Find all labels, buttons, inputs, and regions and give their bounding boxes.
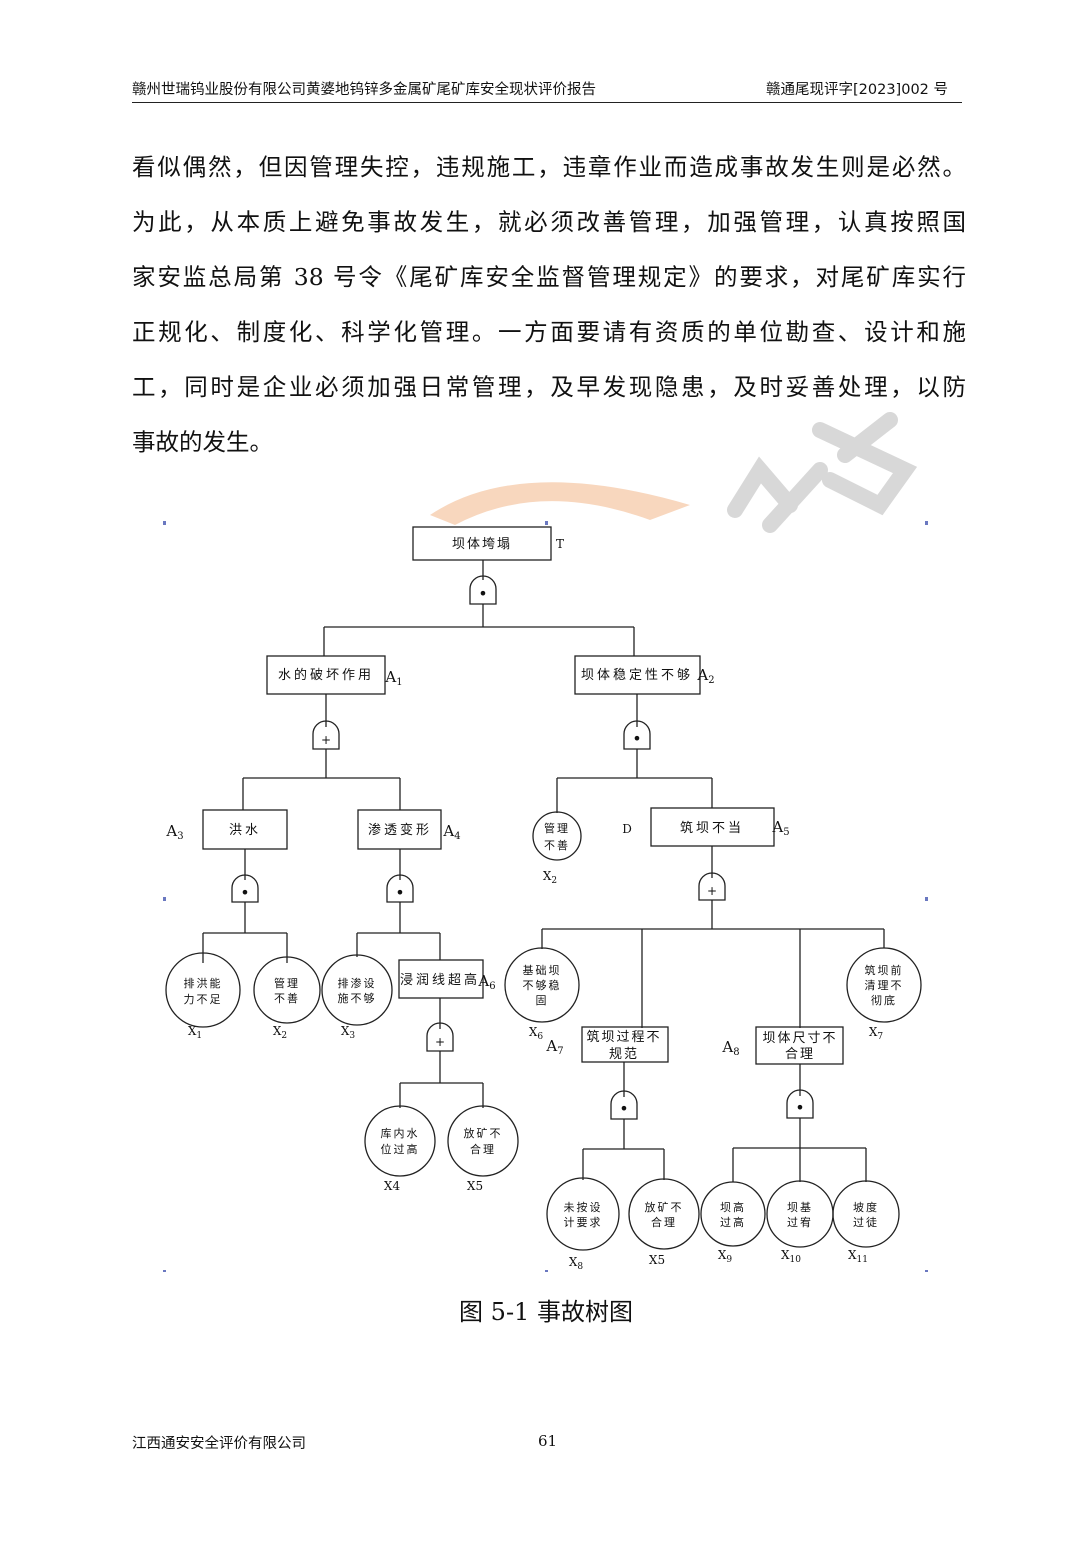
paragraph-line: 看似偶然，但因管理失控，违规施工，违章作业而造成事故发生则是必然。 <box>132 153 966 181</box>
header-report-number: 赣通尾现评字[2023]002 号 <box>766 82 948 98</box>
event-label-x8: 计要求 <box>564 1216 603 1229</box>
event-tag-a7: A7 <box>545 1037 563 1057</box>
event-label-x7: 清理不 <box>865 979 904 992</box>
event-label-x5b: 放矿不 <box>645 1200 684 1214</box>
event-label-x6: 固 <box>536 994 549 1007</box>
and-gate: • <box>795 1098 804 1117</box>
event-label-a5: 筑坝不当 <box>680 820 744 836</box>
footer-company: 江西通安安全评价有限公司 <box>132 1436 306 1452</box>
event-tag-x4: X4 <box>384 1179 401 1193</box>
event-tag-x9: X9 <box>718 1248 733 1265</box>
event-label-x8: 未按设 <box>564 1200 603 1214</box>
event-label-a8: 坝体尺寸不 <box>762 1031 837 1046</box>
and-gate: • <box>478 584 487 603</box>
event-label-x9: 坝高 <box>720 1200 746 1214</box>
event-label-x2: 不善 <box>274 991 300 1005</box>
event-label-x11: 过徒 <box>853 1215 879 1229</box>
event-label-a1: 水的破坏作用 <box>278 667 374 683</box>
event-label-x6: 不够稳 <box>523 978 562 992</box>
event-label-x4: 库内水 <box>381 1126 420 1140</box>
and-gate: • <box>240 883 249 902</box>
event-label-x10: 过宥 <box>787 1215 813 1229</box>
event-tag-x10: X10 <box>781 1248 801 1265</box>
event-label-x9: 过高 <box>720 1215 746 1229</box>
event-tag-x6: X6 <box>529 1025 544 1042</box>
event-tag-x2: X2 <box>273 1024 287 1041</box>
event-tag-x8: X8 <box>569 1255 584 1272</box>
event-label-a4: 渗透变形 <box>368 822 432 838</box>
paragraph-line: 为此，从本质上避免事故发生，就必须改善管理，加强管理，认真按照国 <box>132 208 966 236</box>
or-gate: + <box>321 733 331 747</box>
event-label-x2: 管理 <box>274 976 300 990</box>
paragraph-line: 家安监总局第 38 号令《尾矿库安全监督管理规定》的要求，对尾矿库实行 <box>132 263 966 291</box>
event-label-x11: 坡度 <box>853 1200 879 1214</box>
event-label-x3: 排渗设 <box>338 976 377 990</box>
event-label-x7: 筑坝前 <box>865 963 904 977</box>
event-label-x2_top: 管理 <box>544 821 570 835</box>
event-tag-a5: A5 <box>771 818 789 838</box>
event-tag-a8: A8 <box>721 1038 739 1058</box>
event-label-a7: 筑坝过程不 <box>586 1029 661 1045</box>
event-label-x5a: 合理 <box>470 1142 496 1156</box>
page-number: 61 <box>538 1432 558 1450</box>
event-tag-a3: A3 <box>165 822 183 842</box>
event-label-a3: 洪水 <box>229 823 261 838</box>
event-tag-top: T <box>556 537 564 551</box>
and-gate: • <box>632 729 641 748</box>
event-label-x2_top: 不善 <box>544 838 570 852</box>
event-label-x5b: 合理 <box>651 1215 677 1229</box>
or-gate: + <box>707 884 717 898</box>
or-gate: + <box>435 1035 445 1049</box>
event-label-a7: 规范 <box>609 1047 639 1062</box>
event-tag-x11: X11 <box>848 1248 868 1265</box>
event-tag-x7: X7 <box>869 1025 884 1042</box>
event-tag-a6: A6 <box>477 972 495 992</box>
event-label-x6: 基础坝 <box>523 963 562 977</box>
event-tag-d: D <box>622 822 632 836</box>
figure-caption: 图 5-1 事故树图 <box>459 1298 633 1326</box>
and-gate: • <box>395 883 404 902</box>
event-tag-x2_top: X2 <box>543 869 557 886</box>
event-label-a8: 合理 <box>785 1047 815 1062</box>
event-label-x3: 施不够 <box>338 992 377 1005</box>
paragraph-line: 事故的发生。 <box>132 428 273 456</box>
paragraph-line: 正规化、制度化、科学化管理。一方面要请有资质的单位勘查、设计和施 <box>132 318 966 346</box>
event-label-x10: 坝基 <box>787 1200 813 1214</box>
event-label-x1: 力不足 <box>184 993 223 1006</box>
page-header: 赣州世瑞钨业股份有限公司黄婆地钨锌多金属矿尾矿库安全现状评价报告 赣通尾现评字[… <box>132 76 962 103</box>
event-label-x5a: 放矿不 <box>464 1126 503 1140</box>
event-tag-x5b: X5 <box>649 1253 665 1267</box>
event-label-x4: 位过高 <box>381 1142 420 1156</box>
event-label-a2: 坝体稳定性不够 <box>581 667 693 683</box>
event-tag-a2: A2 <box>696 666 714 686</box>
event-label-top: 坝体垮塌 <box>452 537 512 552</box>
event-label-x7: 彻底 <box>871 993 897 1007</box>
header-title: 赣州世瑞钨业股份有限公司黄婆地钨锌多金属矿尾矿库安全现状评价报告 <box>132 82 596 98</box>
event-tag-a1: A1 <box>384 668 402 688</box>
event-label-x1: 排洪能 <box>184 976 223 990</box>
event-label-a6: 浸润线超高 <box>400 972 480 988</box>
frame-markers <box>163 521 928 1272</box>
and-gate: • <box>619 1099 628 1118</box>
event-tag-x5a: X5 <box>467 1179 483 1193</box>
event-tag-a4: A4 <box>442 822 460 842</box>
paragraph-line: 工，同时是企业必须加强日常管理，及早发现隐患，及时妥善处理，以防 <box>132 373 966 401</box>
body-paragraph: 看似偶然，但因管理失控，违规施工，违章作业而造成事故发生则是必然。 为此，从本质… <box>132 140 966 470</box>
event-tag-x3: X3 <box>341 1024 356 1041</box>
